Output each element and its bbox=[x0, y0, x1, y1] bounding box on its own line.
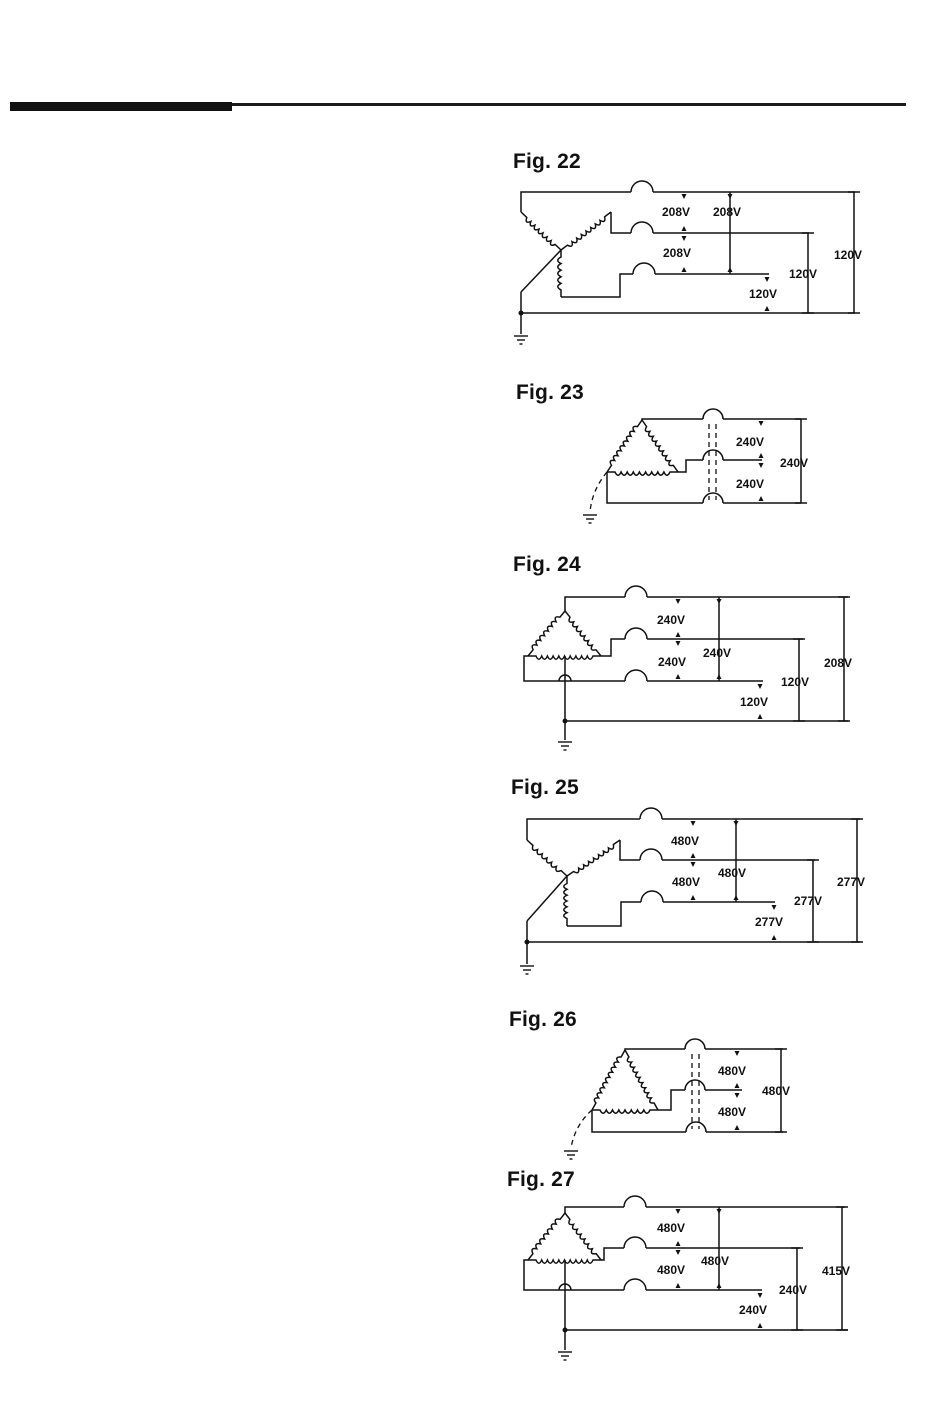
fig-27-phase-c bbox=[524, 1260, 624, 1290]
fig-22-phase-a bbox=[521, 192, 631, 212]
fig-26-coil-bottom bbox=[592, 1110, 658, 1113]
fig-24-label-bn: 120V bbox=[781, 675, 809, 689]
fig-23-phase-a bbox=[642, 419, 703, 420]
fig-26-ground-dashed bbox=[571, 1110, 592, 1148]
fig-22-junction bbox=[519, 311, 524, 316]
fig-24-ground-icon bbox=[558, 742, 572, 750]
fig-26-phase-b bbox=[658, 1090, 685, 1110]
fig-25-label-an: 277V bbox=[837, 875, 865, 889]
fig-27-label-cn: 240V bbox=[739, 1303, 767, 1317]
fig-23-phase-c bbox=[607, 472, 703, 503]
fig-23-phase-b bbox=[678, 460, 703, 472]
fig-27-junction bbox=[563, 1328, 568, 1333]
fig-25-coil-lower bbox=[564, 876, 567, 926]
fig-27-ground-icon bbox=[558, 1352, 572, 1360]
fig-22-crossover-a bbox=[631, 181, 653, 192]
fig-24-coil-left bbox=[528, 611, 565, 656]
fig-23-ground-icon bbox=[583, 515, 597, 523]
fig-23-diagram bbox=[607, 409, 807, 503]
fig-25-label-ac: 480V bbox=[718, 866, 746, 880]
fig-25-label-ab: 480V bbox=[671, 834, 699, 848]
fig-23-label-ac: 240V bbox=[780, 456, 808, 470]
fig-24-label-ab: 240V bbox=[657, 613, 685, 627]
fig-24-phase-a bbox=[565, 597, 625, 611]
fig-26-coil-left bbox=[592, 1050, 625, 1110]
fig-22-crossover-b bbox=[631, 222, 653, 233]
fig-23-label-ab: 240V bbox=[736, 435, 764, 449]
fig-22-coil-left bbox=[521, 212, 561, 250]
fig-27-label-an: 415V bbox=[822, 1264, 850, 1278]
fig-24-label-ac: 240V bbox=[703, 646, 731, 660]
fig-22-label-cn: 120V bbox=[749, 287, 777, 301]
fig-25-phase-b bbox=[620, 840, 640, 860]
fig-27-label-ab: 480V bbox=[657, 1221, 685, 1235]
fig-26-label-ac: 480V bbox=[762, 1084, 790, 1098]
fig-25-label-cn: 277V bbox=[755, 915, 783, 929]
fig-24-diagram bbox=[524, 586, 850, 740]
fig-26-phase-a bbox=[625, 1049, 685, 1050]
fig-23-ground-dashed bbox=[590, 472, 607, 512]
fig-23-coil-left bbox=[607, 420, 642, 472]
fig-25-coil-left bbox=[527, 840, 567, 876]
fig-25-ground-icon bbox=[520, 966, 534, 974]
fig-24-coil-right bbox=[565, 611, 601, 656]
fig-22-label-an: 120V bbox=[834, 248, 862, 262]
fig-25-label-bc: 480V bbox=[672, 875, 700, 889]
fig-25-label-bn: 277V bbox=[794, 894, 822, 908]
fig-27-phase-a bbox=[565, 1207, 624, 1213]
fig-22-ground-icon bbox=[514, 336, 528, 344]
fig-25-coil-upper bbox=[567, 840, 620, 876]
fig-23-coil-bottom bbox=[607, 472, 678, 475]
fig-26-ground-icon bbox=[564, 1151, 578, 1159]
fig-24-phase-b bbox=[601, 639, 625, 656]
fig-24-junction bbox=[563, 719, 568, 724]
fig-23-coil-right bbox=[642, 420, 678, 472]
fig-26-label-ab: 480V bbox=[718, 1064, 746, 1078]
fig-22-coil-lower bbox=[558, 250, 561, 297]
fig-23-label-bc: 240V bbox=[736, 477, 764, 491]
fig-26-label-bc: 480V bbox=[718, 1105, 746, 1119]
fig-26-diagram bbox=[592, 1039, 787, 1132]
fig-22-label-ac: 208V bbox=[713, 205, 741, 219]
fig-22-phase-b bbox=[611, 212, 631, 233]
fig-22-label-bc: 208V bbox=[663, 246, 691, 260]
fig-22-label-bn: 120V bbox=[789, 267, 817, 281]
fig-22-crossover-c bbox=[633, 263, 655, 274]
fig-27-diagram bbox=[524, 1196, 848, 1350]
fig-26-dashed-links bbox=[571, 1054, 699, 1148]
fig-25-junction bbox=[525, 940, 530, 945]
fig-22-label-ab: 208V bbox=[662, 205, 690, 219]
fig-27-label-bc: 480V bbox=[657, 1263, 685, 1277]
fig-24-label-bc: 240V bbox=[658, 655, 686, 669]
fig-27-coil-right bbox=[565, 1213, 601, 1260]
fig-24-label-cn: 120V bbox=[740, 695, 768, 709]
fig-22-neutral-link bbox=[521, 250, 561, 292]
fig-25-neutral-link bbox=[527, 876, 567, 921]
fig-22-coil-upper bbox=[561, 212, 611, 250]
fig-27-phase-b bbox=[601, 1248, 624, 1260]
fig-27-coil-left bbox=[528, 1213, 565, 1260]
fig-25-phase-c bbox=[567, 902, 641, 926]
fig-26-coil-right bbox=[625, 1050, 658, 1110]
fig-24-label-an: 208V bbox=[824, 656, 852, 670]
fig-27-label-bn: 240V bbox=[779, 1283, 807, 1297]
fig-25-phase-a bbox=[527, 819, 640, 840]
fig-22-phase-c bbox=[561, 274, 633, 297]
fig-27-label-ac: 480V bbox=[701, 1254, 729, 1268]
